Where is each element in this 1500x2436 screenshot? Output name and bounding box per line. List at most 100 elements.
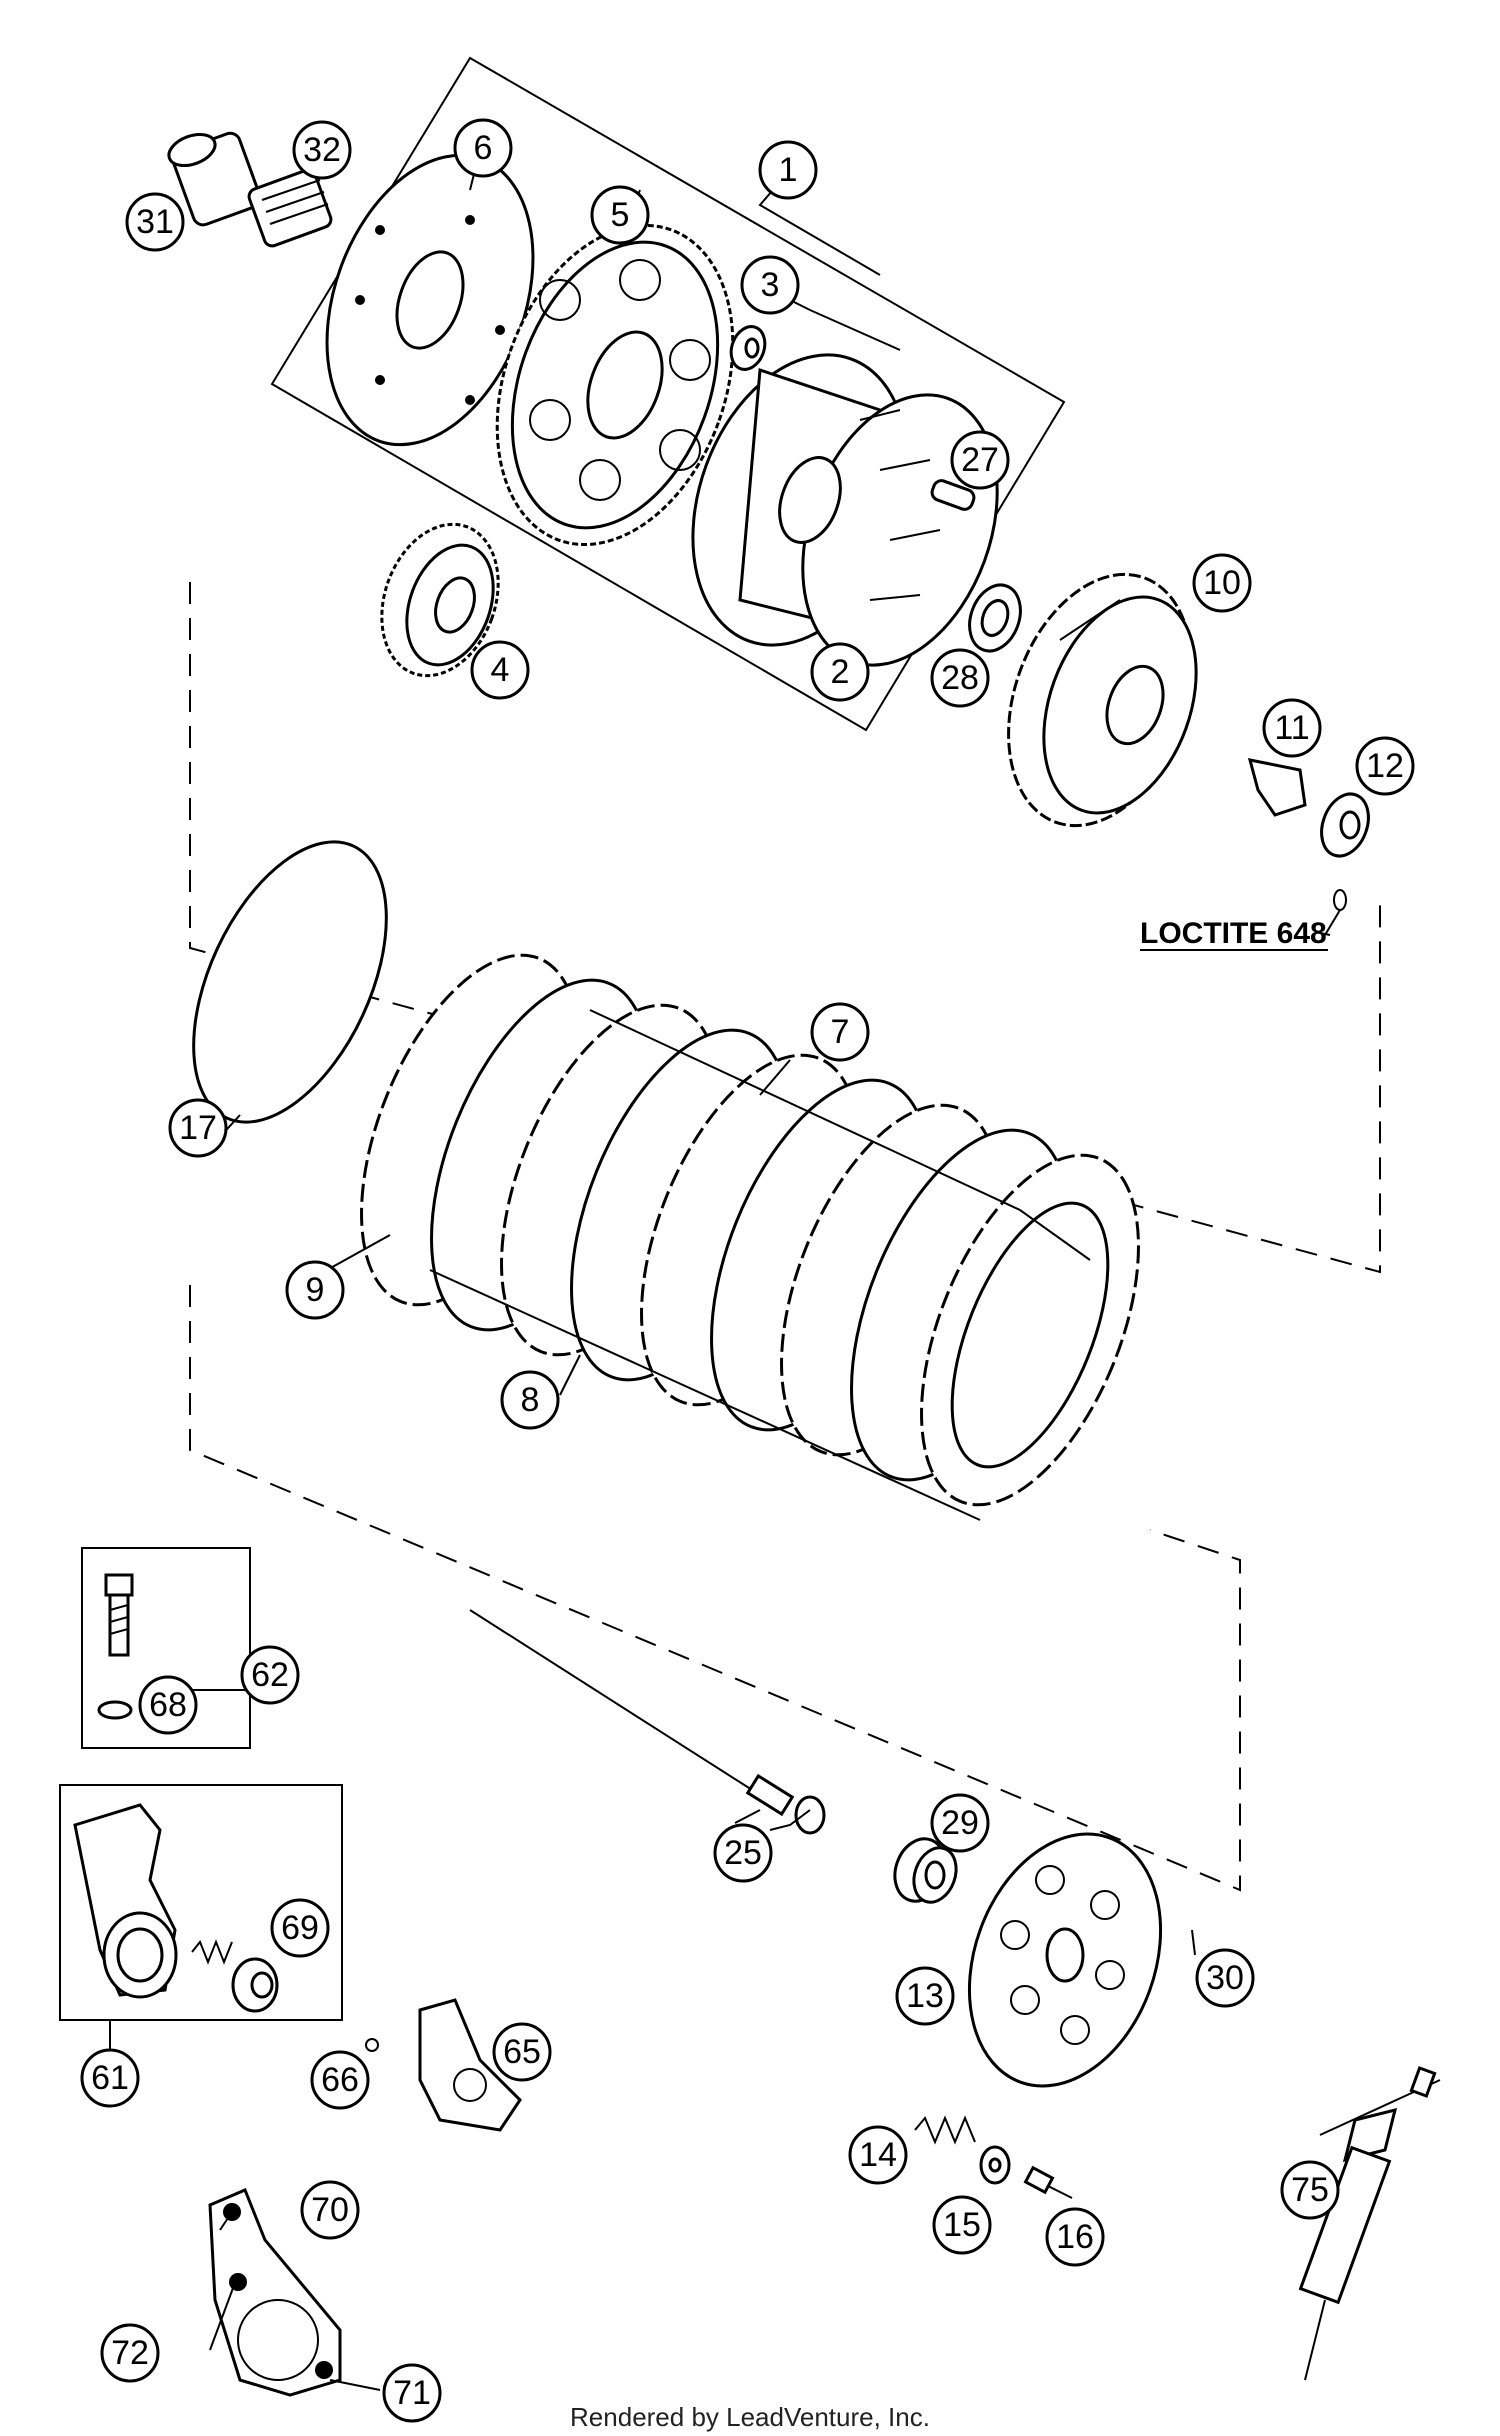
callout-31: 31	[125, 192, 185, 252]
svg-text:12: 12	[1366, 747, 1404, 785]
svg-text:2: 2	[831, 653, 850, 691]
assembly-envelope-lower	[189, 1285, 1241, 1892]
callout-8: 8	[500, 1370, 560, 1430]
svg-text:71: 71	[393, 2374, 431, 2412]
svg-text:65: 65	[503, 2033, 541, 2071]
callout-69: 69	[270, 1898, 330, 1958]
svg-text:31: 31	[136, 203, 174, 241]
callout-10: 10	[1192, 553, 1252, 613]
callout-30: 30	[1195, 1948, 1255, 2008]
svg-text:10: 10	[1203, 564, 1241, 602]
bush-part-31	[167, 131, 262, 227]
callout-1: 1	[758, 140, 818, 200]
callout-29: 29	[930, 1793, 990, 1853]
inner-hub-part-10	[1007, 572, 1198, 828]
clutch-basket-part-2	[691, 353, 999, 667]
primary-gear-part-5	[495, 223, 735, 547]
callout-65: 65	[492, 2022, 552, 2082]
spring-part-61	[191, 1939, 233, 1965]
washer-part-28	[968, 583, 1022, 653]
svg-text:61: 61	[91, 2059, 129, 2097]
svg-text:75: 75	[1291, 2171, 1329, 2209]
lock-washer-part-11	[1247, 758, 1307, 817]
callout-12: 12	[1355, 736, 1415, 796]
callout-17: 17	[168, 1098, 228, 1158]
callout-15: 15	[932, 2195, 992, 2255]
push-rod-part-25	[469, 1609, 826, 1835]
svg-text:66: 66	[321, 2061, 359, 2099]
screw-part-16	[1023, 2165, 1073, 2199]
callout-2: 2	[810, 642, 870, 702]
svg-text:62: 62	[251, 1656, 289, 1694]
callout-71: 71	[382, 2363, 442, 2423]
svg-text:68: 68	[149, 1686, 187, 1724]
svg-text:15: 15	[943, 2206, 981, 2244]
pin-part-27	[930, 479, 976, 511]
callout-75: 75	[1280, 2160, 1340, 2220]
spring-part-14	[914, 2115, 976, 2145]
svg-text:13: 13	[906, 1977, 944, 2015]
callout-66: 66	[310, 2050, 370, 2110]
callout-14: 14	[848, 2125, 908, 2185]
callout-11: 11	[1262, 698, 1322, 758]
svg-text:70: 70	[311, 2191, 349, 2229]
svg-text:30: 30	[1206, 1959, 1244, 1997]
callout-28: 28	[930, 648, 990, 708]
pin-part-30	[1191, 1929, 1196, 1956]
callout-62: 62	[240, 1645, 300, 1705]
svg-text:28: 28	[941, 659, 979, 697]
loctite-drop	[1333, 889, 1347, 911]
svg-text:17: 17	[179, 1109, 217, 1147]
callout-16: 16	[1045, 2207, 1105, 2267]
svg-text:29: 29	[941, 1804, 979, 1842]
needle-bearing-part-32	[247, 168, 333, 248]
svg-text:9: 9	[306, 1271, 325, 1309]
callout-68: 68	[138, 1675, 198, 1735]
callout-72: 72	[100, 2323, 160, 2383]
nut-part-12	[1320, 792, 1370, 858]
callout-70: 70	[300, 2180, 360, 2240]
bleed-screw-part-62	[104, 1573, 134, 1657]
callout-6: 6	[453, 118, 513, 178]
loctite-leader	[1314, 931, 1331, 936]
callout-32: 32	[292, 120, 352, 180]
bearing-part-29	[893, 1837, 958, 1904]
svg-text:8: 8	[521, 1381, 540, 1419]
ball-part-66	[365, 2038, 379, 2052]
svg-text:14: 14	[859, 2136, 897, 2174]
svg-text:11: 11	[1274, 709, 1309, 747]
callout-4: 4	[470, 640, 530, 700]
svg-text:7: 7	[831, 1013, 850, 1051]
svg-text:72: 72	[111, 2334, 149, 2372]
callout-9: 9	[285, 1260, 345, 1320]
callout-5: 5	[590, 185, 650, 245]
washer-part-15	[979, 2145, 1011, 2185]
kit-61-frame	[59, 1784, 343, 2021]
kit-1-frame	[270, 56, 1066, 732]
callout-25: 25	[713, 1823, 773, 1883]
loctite-note: LOCTITE 648	[1140, 917, 1327, 950]
callout-27: 27	[950, 430, 1010, 490]
svg-text:32: 32	[303, 131, 341, 169]
syringe-part-75	[1298, 2066, 1441, 2381]
clutch-plate-stack	[360, 953, 1140, 1521]
svg-text:4: 4	[491, 651, 510, 689]
gasket-part-65	[418, 1998, 522, 2132]
pressure-plate-part-13	[967, 1832, 1163, 2088]
callout-61: 61	[80, 2048, 140, 2108]
piston-part-69	[231, 1957, 279, 2013]
svg-text:16: 16	[1056, 2218, 1094, 2256]
washer-part-3	[729, 325, 767, 371]
svg-text:3: 3	[761, 266, 780, 304]
callout-13: 13	[895, 1966, 955, 2026]
svg-text:1: 1	[779, 151, 798, 189]
kit-62-frame	[81, 1547, 251, 1749]
footer-credit: Rendered by LeadVenture, Inc.	[570, 2402, 930, 2432]
svg-text:27: 27	[961, 441, 999, 479]
svg-text:25: 25	[724, 1834, 762, 1872]
gear-part-4	[380, 522, 500, 678]
callout-7: 7	[810, 1002, 870, 1062]
slave-cylinder-part-61	[73, 1803, 178, 1999]
svg-text:6: 6	[474, 129, 493, 167]
